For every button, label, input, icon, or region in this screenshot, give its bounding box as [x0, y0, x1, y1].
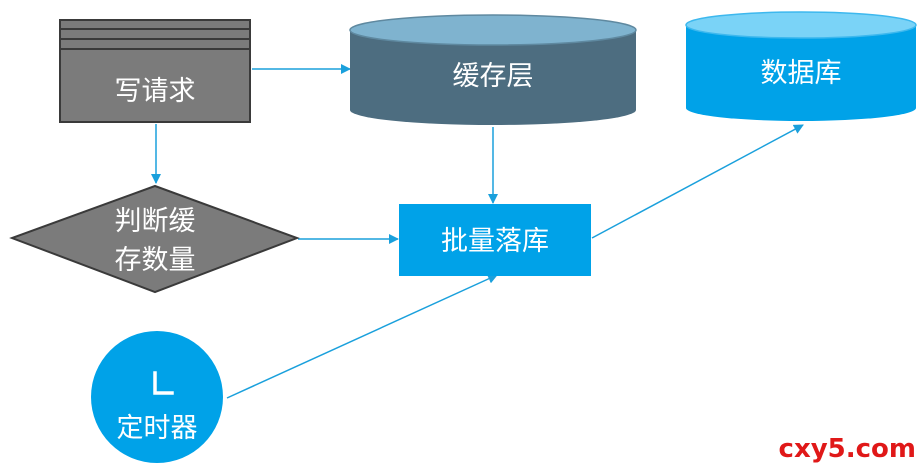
timer-label: 定时器 — [117, 413, 198, 444]
cache-layer-node: 缓存层 — [349, 14, 637, 125]
check-cache-line2: 存数量 — [115, 245, 196, 276]
arrow-timer-to-batch — [226, 274, 498, 399]
check-cache-line1: 判断缓 — [115, 206, 196, 237]
connectors — [151, 64, 804, 399]
clock-hand-icon — [153, 371, 174, 395]
write-request-label: 写请求 — [115, 76, 196, 107]
check-cache-node: 判断缓 存数量 — [9, 184, 300, 294]
batch-persist-label: 批量落库 — [441, 226, 549, 257]
cache-layer-label: 缓存层 — [453, 61, 534, 92]
database-node: 数据库 — [685, 11, 917, 121]
database-label: 数据库 — [761, 58, 842, 89]
timer-node: 定时器 — [91, 331, 223, 463]
arrow-batch-to-database — [591, 124, 804, 239]
watermark: cxy5.com — [779, 434, 916, 464]
write-request-node: 写请求 — [59, 19, 251, 123]
batch-persist-node: 批量落库 — [399, 204, 591, 276]
